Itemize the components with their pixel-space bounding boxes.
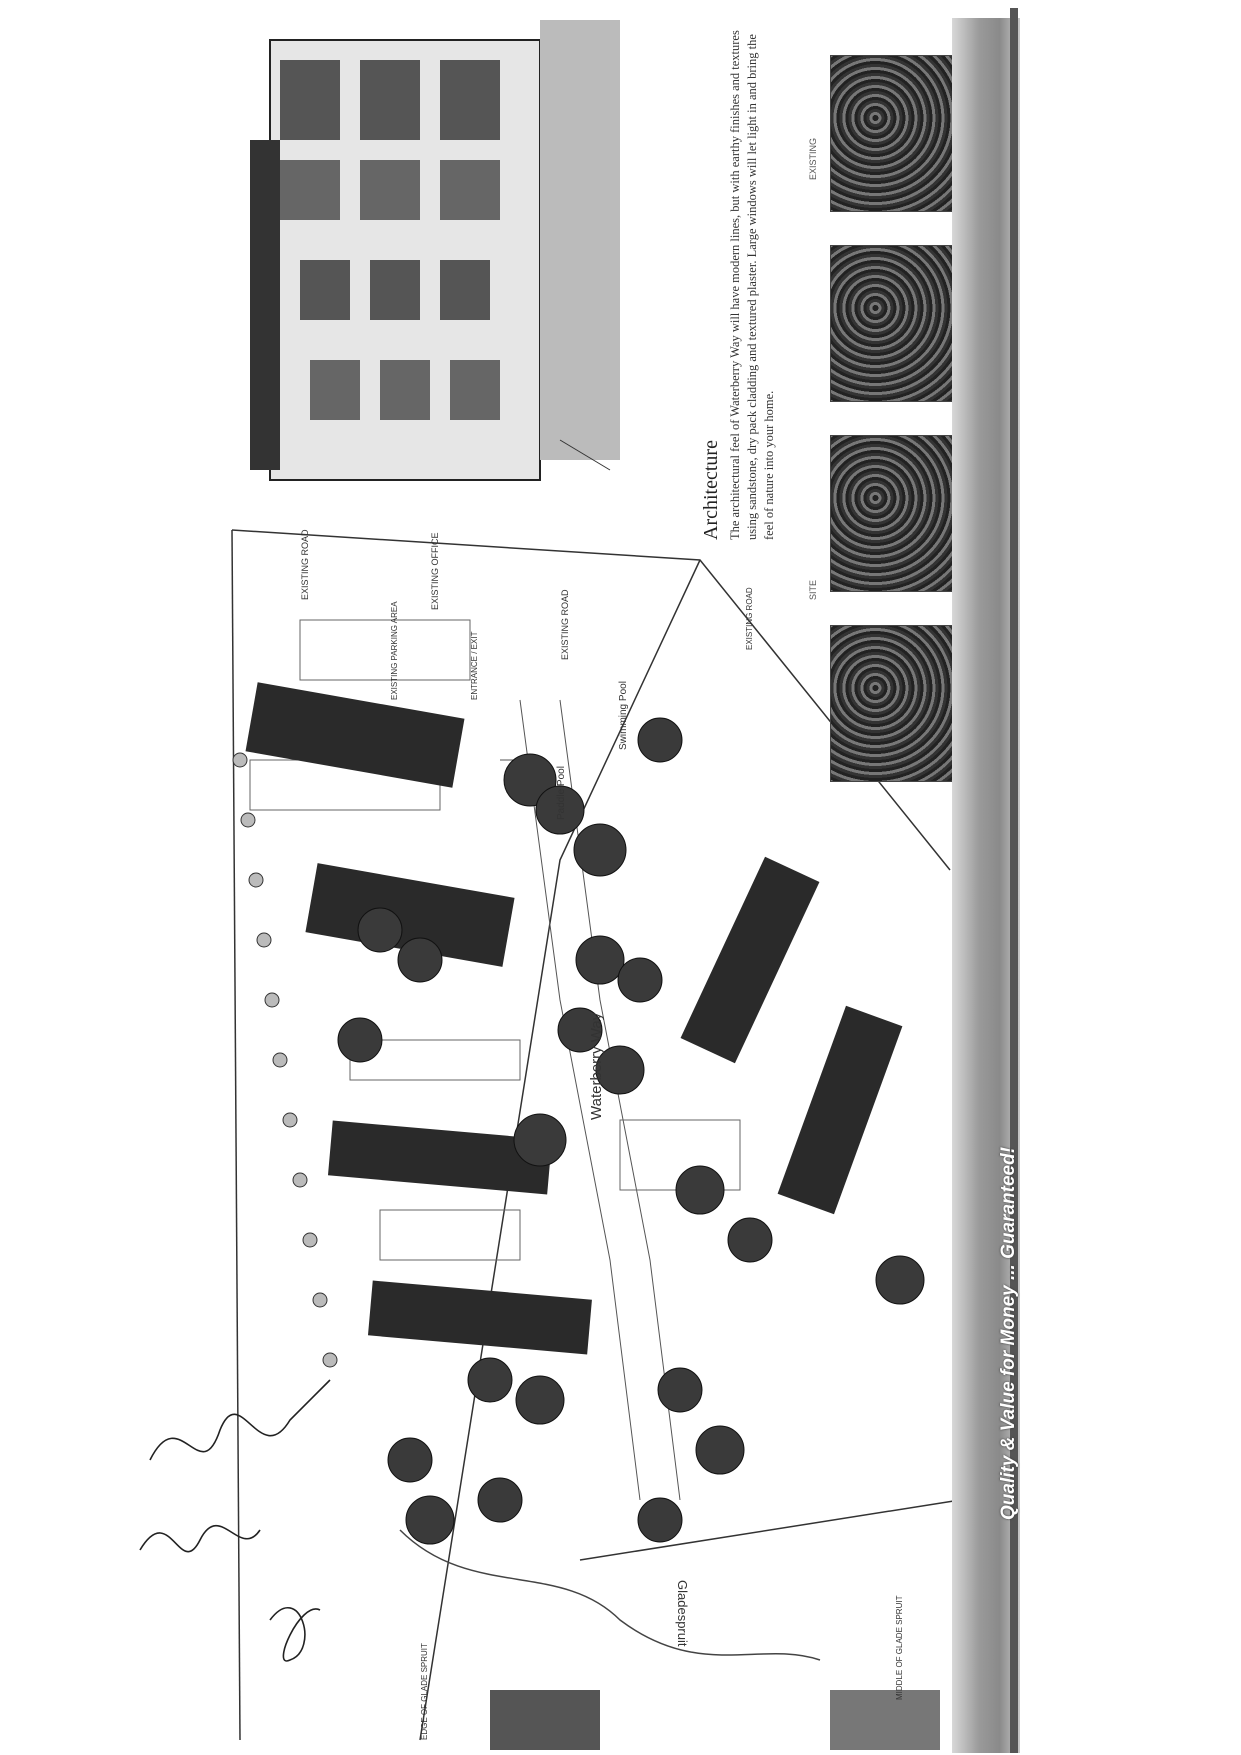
swimming-pool-label: Swimming Pool <box>618 681 629 750</box>
thumbnail-right <box>830 1690 940 1750</box>
street-name-label: Waterberry Way <box>588 1012 605 1120</box>
architecture-body: The architectural feel of Waterberry Way… <box>728 30 776 540</box>
river-name-label: Gladespruit <box>675 1580 690 1647</box>
photo-label-existing: EXISTING <box>808 137 818 180</box>
thumbnail-left <box>490 1690 600 1750</box>
existing-road-label-1: EXISTING ROAD <box>300 529 310 600</box>
middle-spruit-label: MIDDLE OF GLADE SPRUIT <box>895 1595 904 1700</box>
callout-line <box>559 439 611 471</box>
photo-label-site: SITE <box>808 579 818 600</box>
existing-road-label-2: EXISTING ROAD <box>560 589 570 660</box>
perimeter-trees <box>232 752 338 1368</box>
paddle-pool-label: Paddle Pool <box>556 766 567 820</box>
existing-office-label: EXISTING OFFICE <box>430 532 440 610</box>
signature <box>139 1379 331 1662</box>
building-blocks <box>245 682 903 1355</box>
architecture-heading: Architecture <box>700 440 722 540</box>
existing-road-label-3: EXISTING ROAD <box>745 587 754 650</box>
footer-banner <box>952 18 1020 1753</box>
edge-spruit-label: EDGE OF GLADE SPRUIT <box>420 1643 429 1740</box>
architecture-section: Architecture The architectural feel of W… <box>700 20 778 540</box>
banner-slogan: Quality & Value for Money ... Guaranteed… <box>998 1146 1019 1520</box>
banner-edge <box>1010 8 1018 1753</box>
building-rendering <box>250 20 620 481</box>
existing-parking-label: EXISTING PARKING AREA <box>390 601 399 700</box>
entrance-exit-label: ENTRANCE / EXIT <box>470 631 479 700</box>
spruit-line <box>399 1529 821 1661</box>
tree-canopy <box>337 717 925 1545</box>
